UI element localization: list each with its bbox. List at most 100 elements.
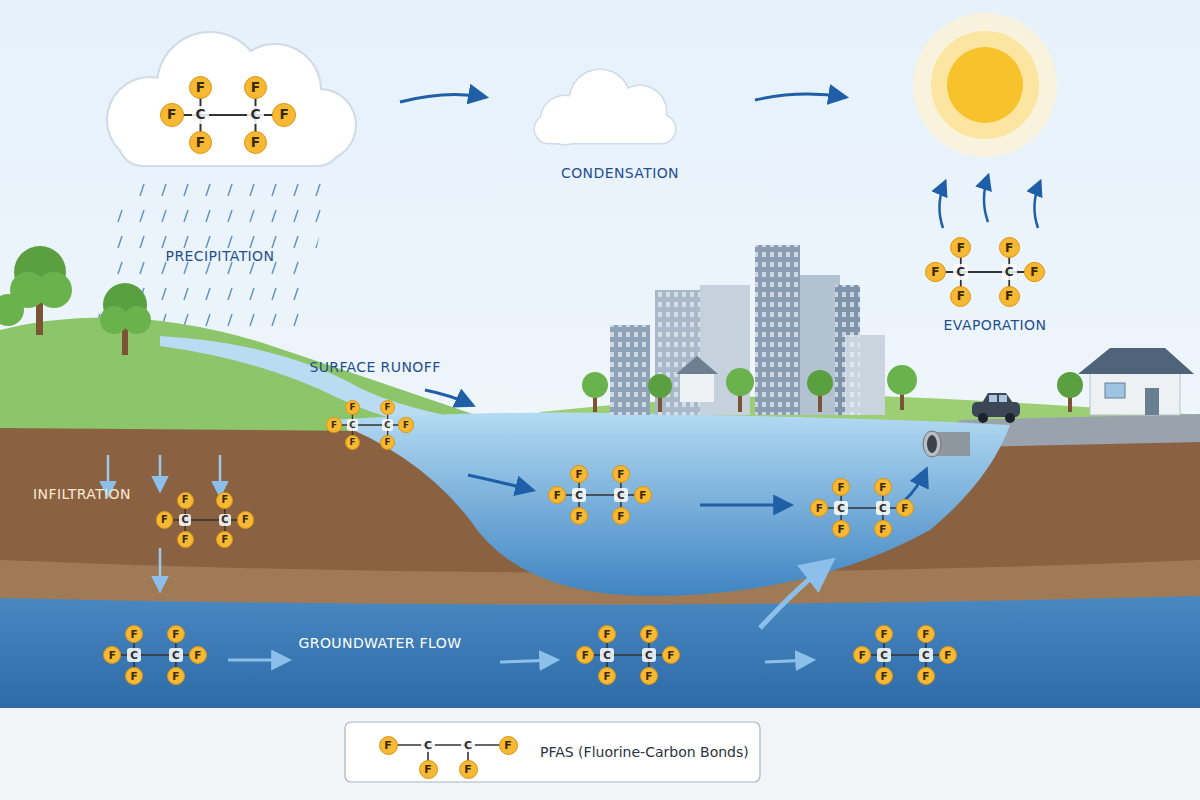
fluorine-atom: F	[156, 511, 173, 528]
process-label: GROUNDWATER FLOW	[299, 635, 462, 651]
fluorine-atom: F	[125, 667, 143, 685]
fluorine-atom: F	[326, 417, 341, 432]
evaporation-arrow	[939, 182, 945, 228]
fluorine-atom: F	[925, 262, 946, 283]
fluorine-atom: F	[244, 131, 268, 155]
fluorine-atom: F	[640, 667, 658, 685]
fluorine-atom: F	[272, 103, 296, 127]
fluorine-atom: F	[177, 492, 194, 509]
outfall-arrow	[905, 470, 926, 500]
runoff-arrow	[425, 390, 472, 405]
carbon-atom: C	[247, 106, 265, 124]
fluorine-atom: F	[612, 507, 630, 525]
fluorine-atom: F	[917, 625, 935, 643]
carbon-atom: C	[614, 488, 627, 501]
city-buildings	[610, 245, 885, 415]
carbon-atom: C	[953, 264, 968, 279]
fluorine-atom: F	[167, 625, 185, 643]
footer-band	[0, 708, 1200, 800]
sun-halo	[931, 31, 1039, 139]
process-label: EVAPORATION	[944, 317, 1047, 333]
small-cloud	[535, 70, 675, 144]
bond-line	[585, 654, 671, 656]
fluorine-atom: F	[576, 646, 594, 664]
carbon-atom: C	[876, 501, 889, 514]
fluorine-atom: F	[125, 625, 143, 643]
fluorine-atom: F	[189, 76, 213, 100]
trees	[0, 246, 151, 355]
fluorine-atom: F	[950, 286, 971, 307]
fluorine-atom: F	[598, 625, 616, 643]
fluorine-atom: F	[177, 531, 194, 548]
process-label: CONDENSATION	[561, 165, 679, 181]
bond-line	[936, 271, 1035, 273]
outfall-pipe	[923, 431, 970, 457]
fluorine-atom: F	[662, 646, 680, 664]
fluorine-atom: F	[216, 531, 233, 548]
fluorine-atom: F	[999, 286, 1020, 307]
carbon-atom: C	[1002, 264, 1017, 279]
fluorine-atom: F	[896, 499, 914, 517]
fluorine-atom: F	[419, 760, 438, 779]
carbon-atom: C	[642, 648, 655, 661]
bond-line	[112, 654, 198, 656]
fluorine-atom: F	[380, 435, 395, 450]
fluorine-atom: F	[875, 667, 893, 685]
process-label: PRECIPITATION	[166, 248, 275, 264]
legend-text: PFAS (Fluorine-Carbon Bonds)	[540, 744, 749, 760]
fluorine-atom: F	[167, 667, 185, 685]
carbon-atom: C	[169, 648, 182, 661]
evaporation-arrow	[1034, 182, 1040, 228]
fluorine-atom: F	[499, 736, 518, 755]
fluorine-atom: F	[939, 646, 957, 664]
house	[1078, 348, 1194, 415]
cycle-arrow	[400, 94, 485, 102]
rain	[90, 178, 330, 338]
fluorine-atom: F	[634, 486, 652, 504]
fluorine-atom: F	[570, 507, 588, 525]
fluorine-atom: F	[237, 511, 254, 528]
fluorine-atom: F	[1024, 262, 1045, 283]
fluorine-atom: F	[570, 465, 588, 483]
legend-box	[345, 722, 760, 782]
fluorine-atom: F	[189, 131, 213, 155]
fluorine-atom: F	[832, 520, 850, 538]
fluorine-atom: F	[950, 237, 971, 258]
fluorine-atom: F	[548, 486, 566, 504]
carbon-atom: C	[461, 738, 475, 752]
fluorine-atom: F	[874, 478, 892, 496]
bond-line	[862, 654, 948, 656]
sun	[947, 47, 1023, 123]
lake	[330, 412, 1010, 596]
process-label: SURFACE RUNOFF	[309, 359, 440, 375]
carbon-atom: C	[127, 648, 140, 661]
lake-flow-arrow	[468, 475, 532, 490]
carbon-atom: C	[421, 738, 435, 752]
fluorine-atom: F	[345, 435, 360, 450]
carbon-atom: C	[219, 514, 232, 527]
carbon-atom: C	[572, 488, 585, 501]
fluorine-atom: F	[875, 625, 893, 643]
bond-line	[334, 424, 406, 425]
carbon-atom: C	[834, 501, 847, 514]
fluorine-atom: F	[640, 625, 658, 643]
carbon-atom: C	[192, 106, 210, 124]
carbon-atom: C	[382, 419, 393, 430]
fluorine-atom: F	[216, 492, 233, 509]
fluorine-atom: F	[832, 478, 850, 496]
process-label: INFILTRATION	[33, 486, 131, 502]
fluorine-atom: F	[459, 760, 478, 779]
fluorine-atom: F	[917, 667, 935, 685]
fluorine-atom: F	[103, 646, 121, 664]
fluorine-atom: F	[398, 417, 413, 432]
carbon-atom: C	[877, 648, 890, 661]
groundwater-zone	[0, 596, 1200, 710]
carbon-atom: C	[347, 419, 358, 430]
bond-line	[819, 507, 905, 509]
rain-cloud	[108, 33, 355, 165]
cycle-arrow	[755, 94, 845, 100]
fluorine-atom: F	[598, 667, 616, 685]
carbon-atom: C	[179, 514, 192, 527]
